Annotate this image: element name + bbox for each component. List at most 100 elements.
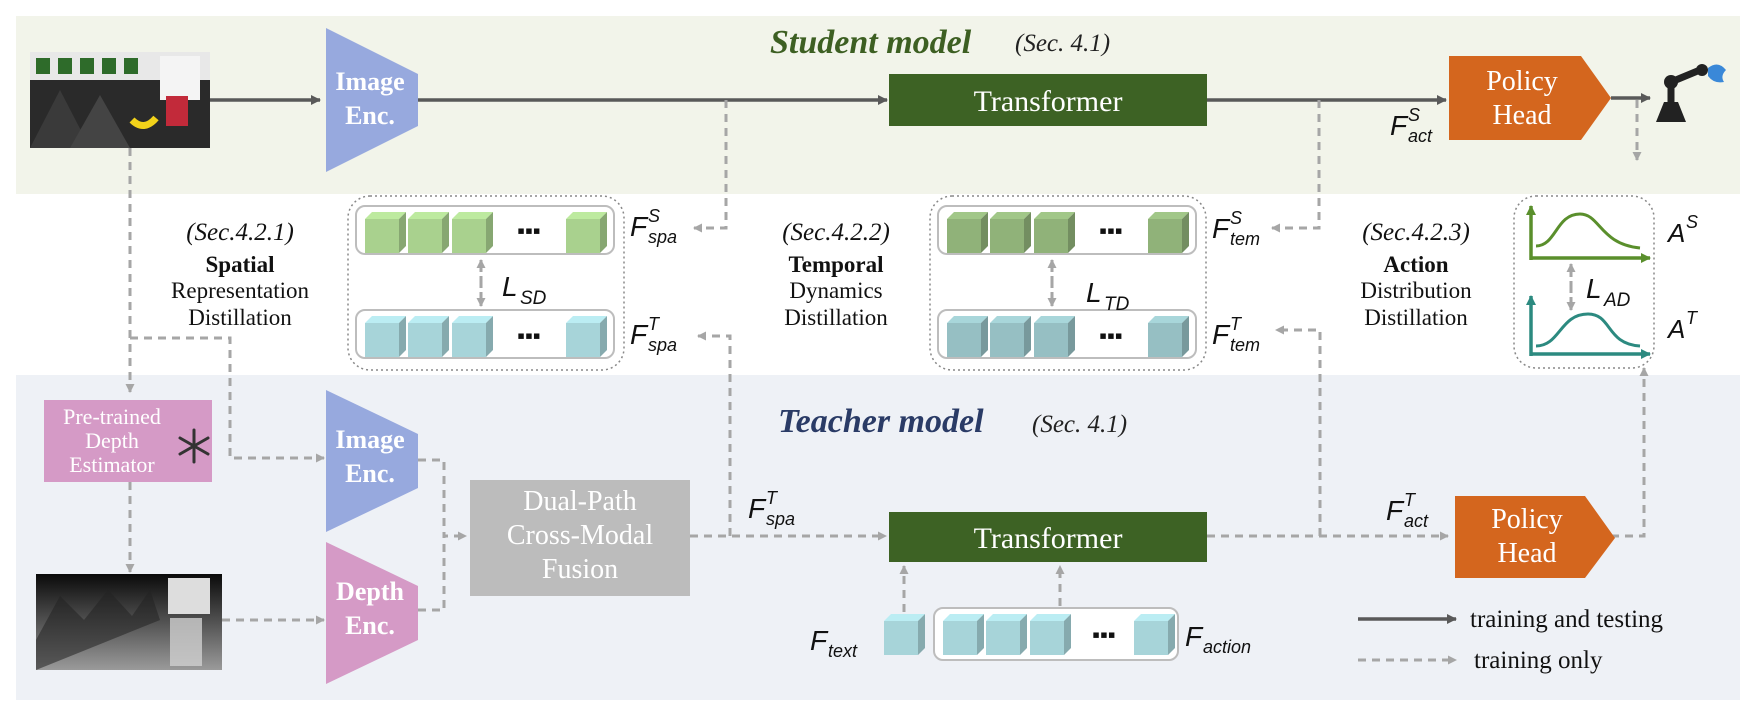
svg-text:Policy: Policy	[1491, 504, 1563, 535]
svg-text:(Sec.4.2.1): (Sec.4.2.1)	[186, 219, 294, 246]
svg-text:tem: tem	[1230, 229, 1260, 249]
temporal-caption: (Sec.4.2.2) Temporal Dynamics Distillati…	[782, 219, 890, 330]
svg-text:L: L	[1086, 277, 1102, 308]
svg-text:Depth: Depth	[85, 428, 139, 453]
svg-text:TD: TD	[1104, 294, 1130, 315]
svg-text:F: F	[748, 493, 767, 524]
svg-text:L: L	[1586, 273, 1602, 304]
svg-text:text: text	[828, 641, 858, 661]
svg-text:Transformer: Transformer	[974, 85, 1123, 118]
svg-text:Head: Head	[1492, 100, 1551, 131]
svg-text:(Sec.4.2.3): (Sec.4.2.3)	[1362, 219, 1470, 246]
teacher-image-encoder: Image Enc.	[326, 390, 418, 532]
svg-text:Depth: Depth	[336, 577, 404, 606]
token-cube	[452, 316, 493, 357]
svg-text:AD: AD	[1603, 290, 1631, 311]
svg-text:F: F	[630, 211, 649, 242]
student-sec: (Sec. 4.1)	[1015, 30, 1110, 57]
token-cube	[990, 316, 1031, 357]
loss-td-label: L TD	[1086, 277, 1130, 315]
action-token-cubes	[943, 614, 1175, 655]
spatial-teacher-cubes	[365, 316, 607, 357]
temporal-dots-bottom: ▪▪▪	[1099, 323, 1122, 348]
token-cube	[408, 316, 449, 357]
token-cube	[365, 212, 406, 253]
svg-text:T: T	[1230, 314, 1243, 334]
svg-text:T: T	[1686, 308, 1699, 328]
svg-text:Representation: Representation	[171, 278, 309, 303]
svg-text:Temporal: Temporal	[789, 252, 884, 277]
token-cube	[452, 212, 493, 253]
svg-text:T: T	[766, 488, 779, 508]
token-cube	[566, 212, 607, 253]
legend-dashed-label: training only	[1474, 647, 1603, 674]
svg-text:spa: spa	[648, 335, 677, 355]
token-cube	[1148, 212, 1189, 253]
frozen-snowflake-icon	[178, 428, 210, 464]
spatial-dots-bottom: ▪▪▪	[517, 323, 540, 348]
svg-text:Enc.: Enc.	[345, 459, 395, 488]
temporal-f-s-label: F S tem	[1212, 208, 1260, 249]
spatial-f-s-label: F S spa	[630, 206, 677, 247]
f-action-label: F action	[1185, 621, 1251, 657]
temporal-student-cubes	[947, 212, 1189, 253]
token-cube	[408, 212, 449, 253]
svg-text:Dynamics: Dynamics	[789, 278, 882, 303]
svg-text:F: F	[1390, 110, 1409, 141]
teacher-action-distribution-icon	[1526, 295, 1651, 359]
dual-path-fusion-box: Dual-Path Cross-Modal Fusion	[470, 480, 690, 596]
svg-text:F: F	[1386, 495, 1405, 526]
svg-text:Dual-Path: Dual-Path	[523, 486, 637, 517]
svg-text:T: T	[648, 314, 661, 334]
f-text-label: F text	[810, 625, 858, 661]
depth-map-image	[36, 574, 222, 670]
token-cube	[1034, 316, 1075, 357]
token-cube	[365, 316, 406, 357]
temporal-f-t-label: F T tem	[1212, 314, 1260, 355]
teacher-f-spa-label: F T spa	[748, 488, 795, 529]
token-cube	[1148, 316, 1189, 357]
svg-text:action: action	[1203, 637, 1251, 657]
svg-text:Estimator: Estimator	[69, 452, 155, 477]
svg-text:Distillation: Distillation	[1364, 305, 1468, 330]
svg-text:spa: spa	[648, 227, 677, 247]
spatial-caption: (Sec.4.2.1) Spatial Representation Disti…	[171, 219, 309, 330]
svg-text:L: L	[502, 271, 518, 302]
temporal-distill-box	[929, 195, 1207, 371]
legend: training and testing training only	[1358, 606, 1664, 674]
svg-text:S: S	[1686, 212, 1698, 232]
token-cube	[990, 212, 1031, 253]
teacher-transformer: Transformer	[889, 512, 1207, 562]
token-cube	[1034, 212, 1075, 253]
svg-text:tem: tem	[1230, 335, 1260, 355]
svg-text:Fusion: Fusion	[542, 554, 618, 585]
a-s-label: A S	[1666, 212, 1698, 248]
legend-solid-label: training and testing	[1470, 606, 1664, 633]
svg-text:Image: Image	[335, 67, 404, 96]
svg-text:Distribution: Distribution	[1360, 278, 1472, 303]
token-cube	[884, 614, 925, 655]
svg-text:SD: SD	[520, 288, 547, 309]
teacher-title: Teacher model	[778, 403, 984, 440]
svg-text:A: A	[1666, 314, 1685, 344]
svg-text:F: F	[1212, 213, 1231, 244]
robot-arm-icon	[1656, 64, 1726, 122]
svg-text:spa: spa	[766, 509, 795, 529]
svg-text:F: F	[1185, 621, 1204, 652]
svg-text:F: F	[810, 625, 829, 656]
action-distill-box	[1513, 195, 1655, 369]
svg-text:S: S	[1230, 208, 1242, 228]
svg-text:Pre-trained: Pre-trained	[63, 404, 161, 429]
svg-text:Distillation: Distillation	[784, 305, 888, 330]
svg-text:Action: Action	[1383, 252, 1448, 277]
teacher-depth-encoder: Depth Enc.	[326, 542, 418, 684]
spatial-distill-box	[347, 195, 625, 371]
svg-text:Spatial: Spatial	[205, 252, 274, 277]
token-cube	[947, 212, 988, 253]
svg-text:A: A	[1666, 218, 1685, 248]
token-cube	[947, 316, 988, 357]
teacher-f-act-label: F T act	[1386, 490, 1429, 531]
svg-text:Distillation: Distillation	[188, 305, 292, 330]
student-image-encoder: Image Enc.	[326, 28, 418, 172]
